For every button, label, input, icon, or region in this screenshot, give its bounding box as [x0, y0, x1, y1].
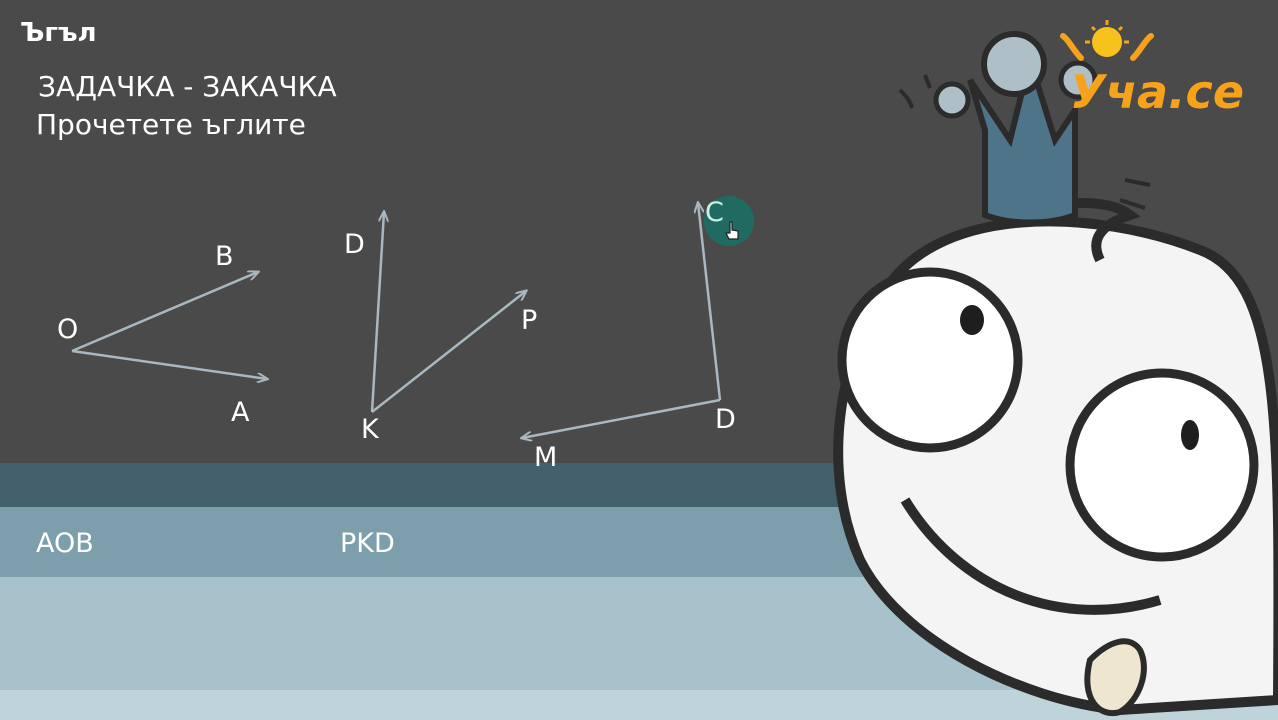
pointer-hand-icon — [725, 221, 739, 240]
point-label-vertex-K: K — [361, 414, 379, 445]
answer-1: AOB — [36, 528, 94, 559]
task-title: ЗАДАЧКА - ЗАКАЧКА — [38, 70, 337, 103]
point-label-vertex-O: O — [57, 314, 79, 345]
task-subtitle: Прочетете ъглите — [36, 108, 306, 141]
point-label-M: M — [534, 442, 558, 473]
section-label: Ъгъл — [20, 18, 97, 48]
ray-DM — [522, 398, 721, 438]
point-label-vertex-D: D — [715, 404, 736, 435]
ucha-se-logo: Уча.се — [1060, 20, 1244, 119]
angles-diagram — [71, 0, 722, 480]
sun-icon — [1060, 20, 1154, 61]
ray-KP — [371, 291, 526, 413]
ray-OB — [71, 272, 258, 353]
point-label-B: B — [215, 241, 234, 272]
logo-text: Уча.се — [1070, 65, 1244, 119]
point-label-D-top: D — [344, 229, 365, 260]
point-label-P: P — [521, 305, 538, 336]
point-label-A: A — [231, 397, 250, 428]
mascot-illustration — [833, 31, 1278, 717]
ray-DC — [698, 203, 722, 401]
ray-OA — [71, 349, 267, 379]
point-label-C: C — [705, 197, 724, 228]
answer-2: PKD — [340, 528, 395, 559]
ray-KD — [370, 212, 384, 413]
